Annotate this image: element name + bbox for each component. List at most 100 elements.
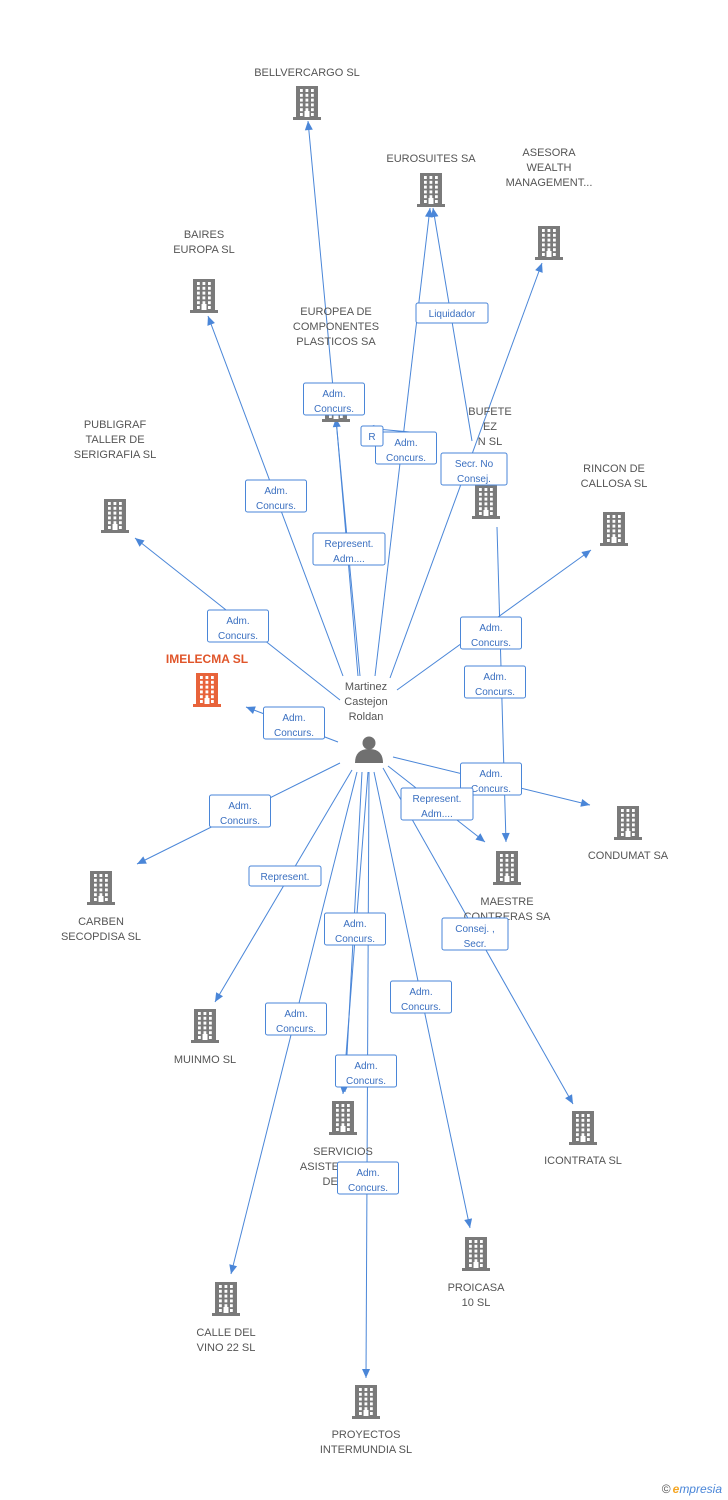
role-label[interactable]: Adm.Concurs. bbox=[460, 762, 522, 796]
role-label[interactable]: Represent.Adm.... bbox=[400, 787, 474, 821]
company-label: EUROPEA DE bbox=[300, 306, 372, 318]
building-icon bbox=[193, 673, 221, 707]
role-box bbox=[375, 431, 437, 465]
role-label[interactable]: Adm.Concurs. bbox=[375, 431, 437, 465]
company-label: WEALTH bbox=[526, 162, 571, 174]
edge-eurosuites[interactable] bbox=[430, 207, 473, 442]
role-label[interactable]: Adm. Concurs. bbox=[464, 665, 526, 699]
company-label: COMPONENTES bbox=[293, 321, 379, 333]
role-label[interactable]: Adm.Concurs. bbox=[335, 1054, 397, 1088]
role-text: Adm. bbox=[394, 438, 417, 449]
role-box bbox=[400, 787, 474, 821]
arrow-head-icon bbox=[332, 418, 341, 428]
arrow-head-icon bbox=[535, 263, 543, 273]
company-label: SERIGRAFIA SL bbox=[74, 449, 157, 461]
role-box bbox=[303, 382, 365, 416]
role-text: Concurs. bbox=[348, 1183, 388, 1194]
role-text: Concurs. bbox=[314, 404, 354, 415]
company-label: RINCON DE bbox=[583, 463, 645, 475]
arrow-head-icon bbox=[565, 1094, 573, 1104]
role-label[interactable]: Adm. Concurs. bbox=[207, 609, 269, 643]
arrow-head-icon bbox=[246, 706, 256, 714]
arrow-head-icon bbox=[430, 208, 439, 218]
role-text: Adm. bbox=[226, 616, 249, 627]
nodes-layer: BELLVERCARGO SL EUROSUITES SA ASESORA WEALT… bbox=[61, 67, 669, 1456]
company-label: PLASTICOS SA bbox=[296, 336, 376, 348]
arrow-head-icon bbox=[304, 121, 313, 131]
roles-layer: Represent.Adm.... Adm. Concurs. LiquidadorS… bbox=[207, 302, 526, 1195]
arrow-head-icon bbox=[581, 550, 591, 559]
role-text: Adm. bbox=[483, 672, 506, 683]
person-label: Roldan bbox=[349, 711, 384, 723]
footer-brand[interactable]: ©empresia bbox=[662, 1482, 722, 1496]
role-box bbox=[248, 865, 322, 887]
company-label: ASESORA bbox=[522, 147, 576, 159]
role-label[interactable]: Liquidador bbox=[415, 302, 489, 324]
company-label: PROICASA bbox=[448, 1282, 506, 1294]
role-label[interactable]: R bbox=[360, 425, 384, 447]
role-label[interactable]: Adm. Concurs. bbox=[337, 1161, 399, 1195]
company-node-muinmo[interactable]: MUINMO SL bbox=[174, 1009, 236, 1066]
role-label[interactable]: Consej. ,Secr. bbox=[441, 917, 509, 951]
role-box bbox=[265, 1002, 327, 1036]
company-node-icontrata[interactable]: ICONTRATA SL bbox=[544, 1111, 622, 1167]
company-node-condumat[interactable]: CONDUMAT SA bbox=[588, 806, 669, 862]
company-label: BUFETE bbox=[468, 406, 511, 418]
company-label: CARBEN bbox=[78, 916, 124, 928]
company-node-eurosuites[interactable]: EUROSUITES SA bbox=[386, 153, 476, 207]
company-node-bellvercargo[interactable]: BELLVERCARGO SL bbox=[254, 67, 360, 120]
company-label: MANAGEMENT... bbox=[506, 177, 593, 189]
role-label[interactable]: Adm.Concurs. bbox=[460, 616, 522, 650]
role-label[interactable]: Adm.Concurs. bbox=[390, 980, 452, 1014]
role-text: Concurs. bbox=[335, 934, 375, 945]
role-text: Adm. bbox=[282, 713, 305, 724]
arrow-head-icon bbox=[137, 856, 147, 864]
role-box bbox=[415, 302, 489, 324]
role-label[interactable]: Adm.Concurs. bbox=[245, 479, 307, 513]
role-text: Concurs. bbox=[218, 631, 258, 642]
company-label: MAESTRE bbox=[480, 896, 533, 908]
role-label[interactable]: Adm.Concurs. bbox=[324, 912, 386, 946]
role-text: Concurs. bbox=[475, 687, 515, 698]
building-icon bbox=[417, 173, 445, 207]
role-box bbox=[207, 609, 269, 643]
company-node-asesora[interactable]: ASESORA WEALTH MANAGEMENT... bbox=[506, 147, 593, 260]
role-label[interactable]: Represent.Adm.... bbox=[312, 532, 386, 566]
role-text: Concurs. bbox=[401, 1002, 441, 1013]
company-label: CALLE DEL bbox=[196, 1327, 255, 1339]
arrow-head-icon bbox=[135, 538, 145, 547]
building-icon bbox=[535, 226, 563, 260]
role-text: R bbox=[368, 432, 375, 443]
arrow-head-icon bbox=[475, 833, 485, 842]
role-box bbox=[464, 665, 526, 699]
role-box bbox=[245, 479, 307, 513]
role-label[interactable]: Adm.Concurs. bbox=[209, 794, 271, 828]
building-icon bbox=[293, 86, 321, 120]
role-label[interactable]: Adm.Concurs. bbox=[263, 706, 325, 740]
role-text: Concurs. bbox=[471, 784, 511, 795]
building-icon bbox=[462, 1237, 490, 1271]
role-box bbox=[335, 1054, 397, 1088]
person-label: Martinez bbox=[345, 681, 387, 693]
role-label[interactable]: Adm.Concurs. bbox=[265, 1002, 327, 1036]
company-node-imelecma[interactable]: IMELECMA SL bbox=[166, 652, 248, 707]
role-text: Adm. bbox=[356, 1168, 379, 1179]
building-icon bbox=[329, 1101, 357, 1135]
arrow-head-icon bbox=[464, 1218, 473, 1228]
company-label: EUROSUITES SA bbox=[386, 153, 476, 165]
building-icon bbox=[472, 485, 500, 519]
role-label[interactable]: Adm.Concurs. bbox=[303, 382, 365, 416]
role-label[interactable]: Represent. bbox=[248, 865, 322, 887]
